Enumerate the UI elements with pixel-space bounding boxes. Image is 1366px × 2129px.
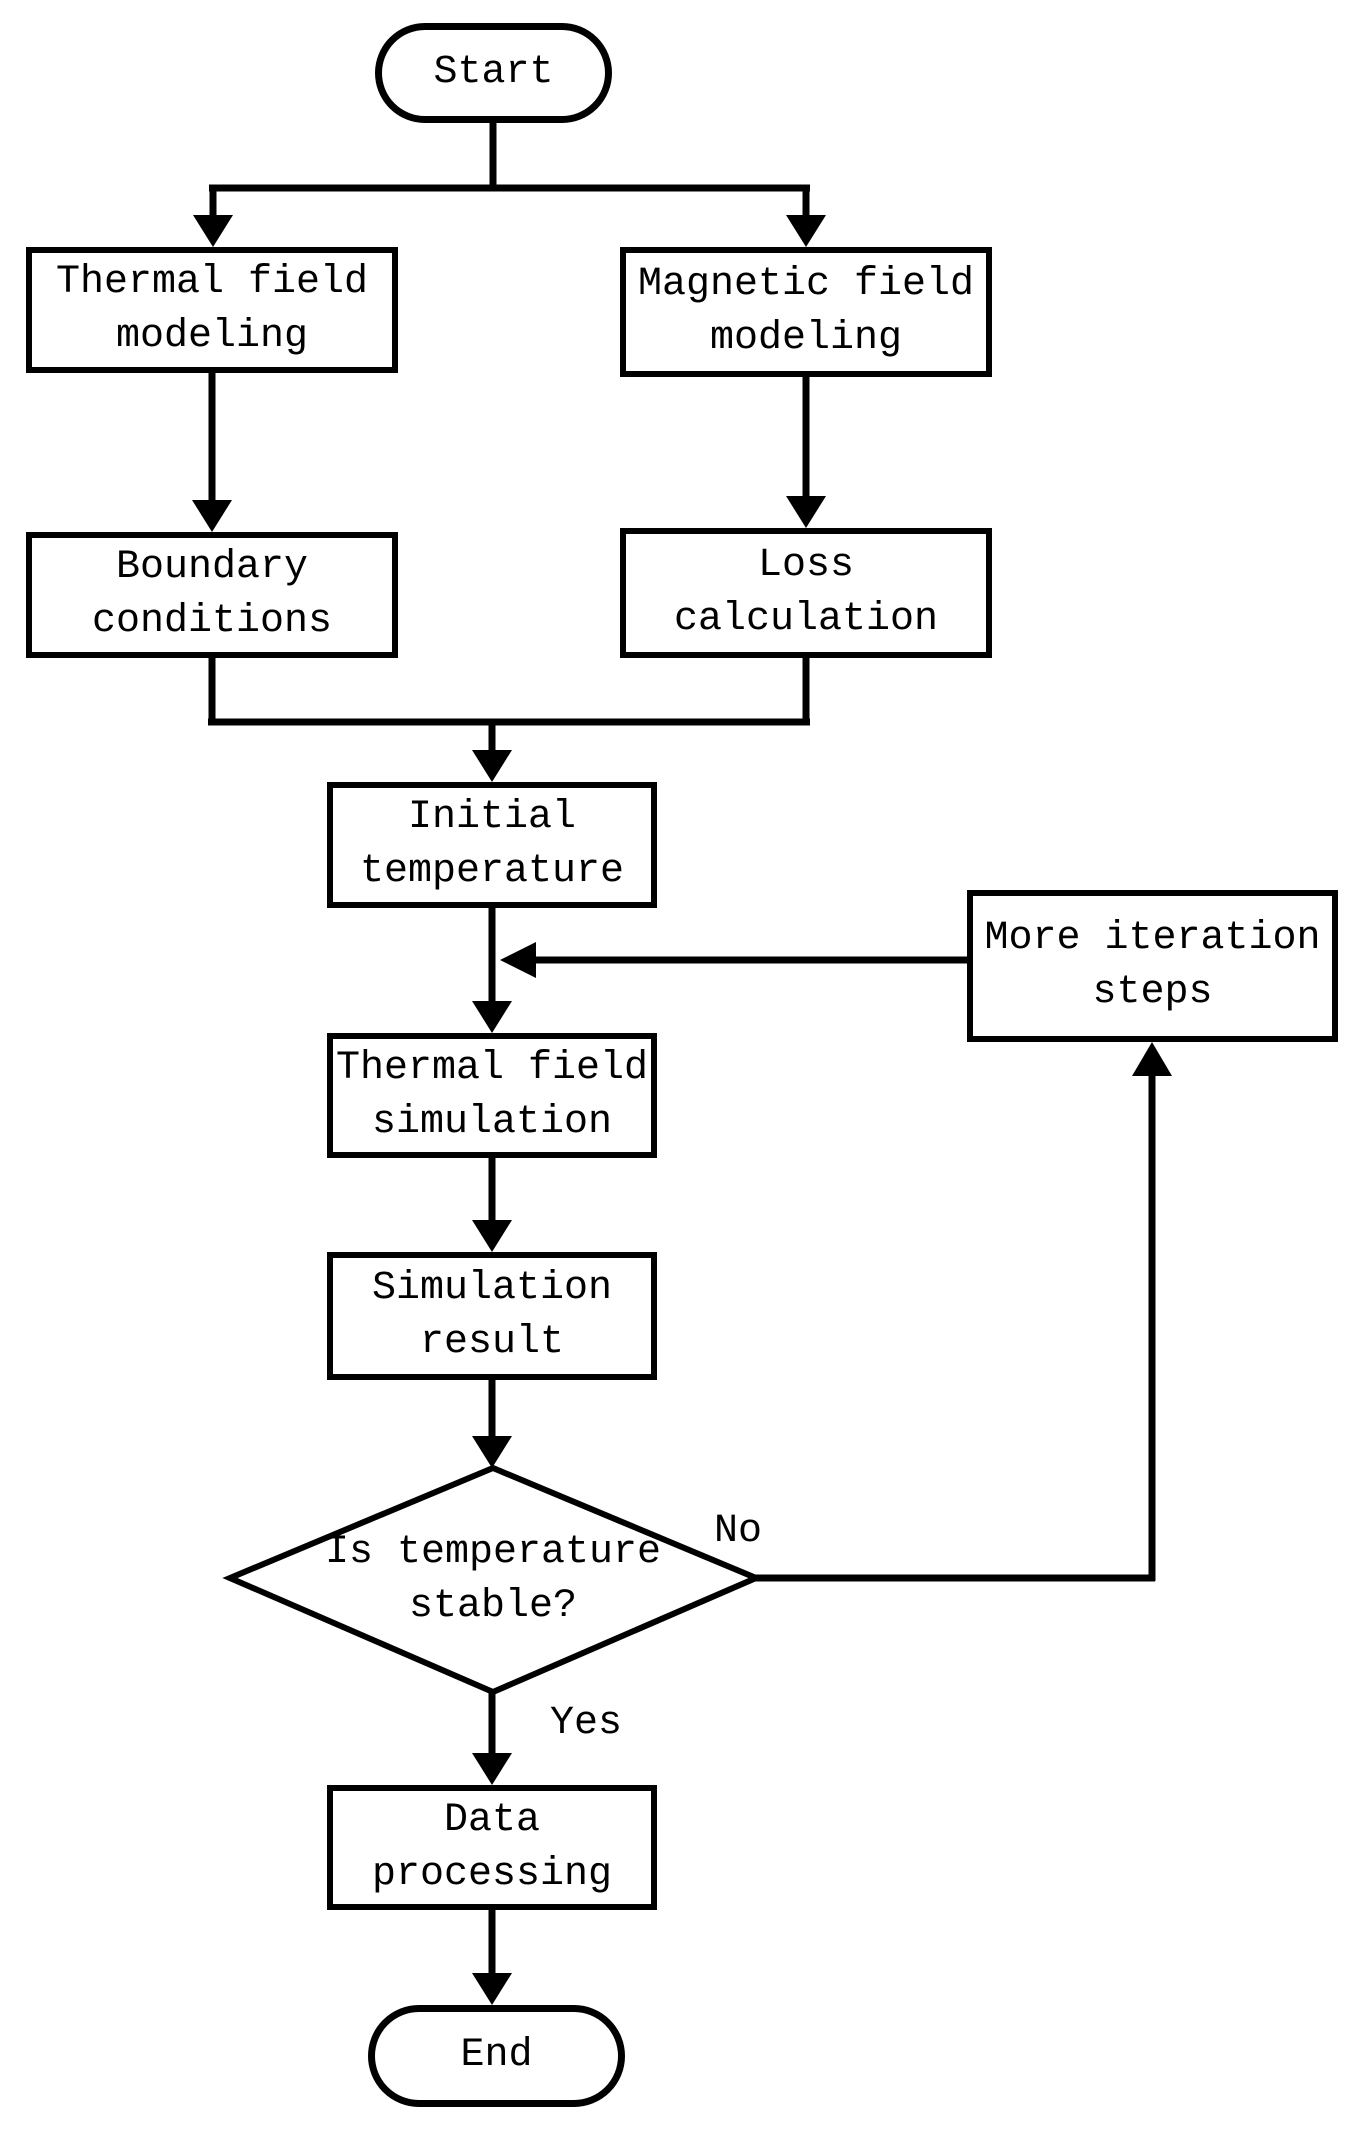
- thermal-field-modeling-box: Thermal field modeling: [26, 247, 398, 373]
- node-label-line: simulation: [371, 1099, 613, 1145]
- node-label-line: result: [419, 1320, 565, 1365]
- node-label-line: stable?: [408, 1584, 578, 1629]
- node-label-line: Boundary: [115, 545, 309, 590]
- node-label-line: Initial: [407, 795, 577, 840]
- more-iteration-steps-box: More iteration steps: [967, 890, 1338, 1042]
- data-processing-box: Data processing: [327, 1785, 657, 1910]
- node-label-line: Thermal field: [335, 1045, 649, 1091]
- node-label-line: calculation: [673, 597, 939, 642]
- node-label-line: processing: [371, 1851, 613, 1897]
- node-label-line: temperature: [359, 849, 625, 894]
- node-label-line: More iteration: [984, 916, 1321, 961]
- start-node: Start: [375, 23, 612, 123]
- node-label-line: Is temperature: [324, 1530, 662, 1575]
- node-label-line: Simulation: [371, 1266, 613, 1311]
- node-label-line: modeling: [709, 316, 903, 361]
- magnetic-field-modeling-box: Magnetic field modeling: [620, 247, 992, 377]
- loss-calculation-box: Loss calculation: [620, 528, 992, 658]
- initial-temperature-box: Initial temperature: [327, 782, 657, 908]
- node-label-line: Data: [443, 1797, 540, 1843]
- node-label-line: steps: [1092, 970, 1213, 1015]
- end-node: End: [368, 2005, 625, 2107]
- node-label-line: Magnetic field: [637, 262, 975, 307]
- node-label-line: Thermal field: [55, 260, 369, 305]
- node-label-line: Loss: [757, 543, 854, 588]
- yes-edge-label: Yes: [550, 1701, 623, 1746]
- node-label-line: End: [460, 2033, 533, 2078]
- node-label-line: conditions: [91, 599, 333, 644]
- boundary-conditions-box: Boundary conditions: [26, 532, 398, 658]
- simulation-result-box: Simulation result: [327, 1252, 657, 1380]
- thermal-field-simulation-box: Thermal field simulation: [327, 1033, 657, 1158]
- node-label-line: modeling: [115, 314, 309, 359]
- is-temperature-stable-decision: Is temperature stable?: [230, 1468, 756, 1692]
- node-label-line: Start: [433, 50, 554, 95]
- no-edge-label: No: [714, 1509, 763, 1554]
